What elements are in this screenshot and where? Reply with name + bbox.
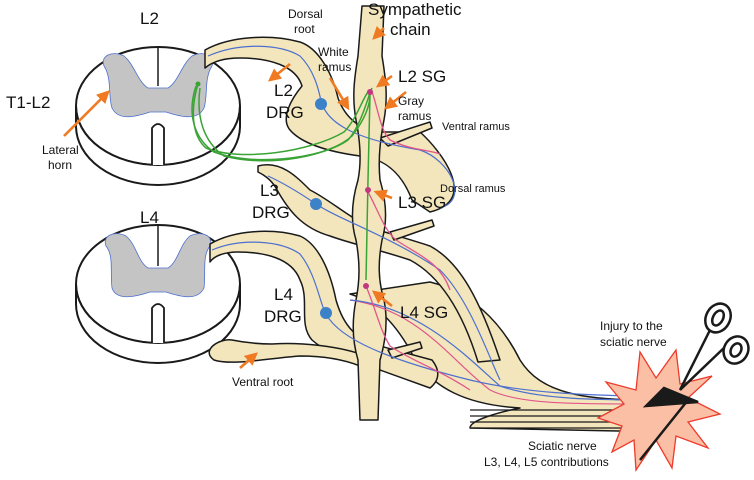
sciatic-nerve-label-line2: L3, L4, L5 contributions — [484, 455, 609, 469]
white-ramus-label: White — [318, 45, 349, 59]
dorsal-ramus-label: Dorsal ramus — [440, 183, 506, 195]
l3-drg-label: L3 — [260, 181, 279, 200]
lateral-horn-label-line2: horn — [48, 158, 72, 172]
gray-ramus-label-line2: ramus — [398, 109, 431, 123]
postganglionic-fibers — [365, 91, 471, 391]
l2-drg-label: L2 — [274, 81, 293, 100]
l3-drg-cell — [310, 198, 322, 210]
gray-matter-l4 — [104, 233, 212, 298]
l4-spinal-nerve-branch — [387, 341, 423, 359]
white-ramus-label-line2: ramus — [318, 60, 351, 74]
lateral-horn-label: Lateral — [42, 143, 79, 157]
l3-drg-label-line2: DRG — [252, 203, 290, 222]
sympathetic-preganglionic-fibers — [191, 83, 373, 281]
dorsal-root-label-line2: root — [294, 22, 315, 36]
l2-sg-cell — [367, 89, 373, 95]
sympathetic-chain-label: Sympathetic — [368, 0, 462, 19]
lateral-horn-cell — [195, 81, 201, 87]
l3-dorsal-root-drg — [257, 164, 501, 363]
l4-segment-label: L4 — [140, 208, 159, 227]
injury-label: Injury to the — [600, 319, 663, 333]
l4-drg-label-line2: DRG — [264, 307, 302, 326]
l4-sg-label: L4 SG — [400, 303, 448, 322]
annotation-arrows — [63, 26, 407, 369]
spinal-cord-l2 — [75, 46, 241, 186]
sensory-fibers — [207, 45, 661, 397]
l4-drg-label: L4 — [274, 285, 293, 304]
sympathetic-chain — [351, 5, 387, 421]
t1-l2-label: T1-L2 — [6, 93, 50, 112]
sciatic-nerve-label: Sciatic nerve — [528, 439, 597, 453]
l3-sg-label: L3 SG — [398, 193, 446, 212]
l2-segment-label: L2 — [140, 9, 159, 28]
l3-dorsal-ramus — [389, 219, 435, 241]
gray-ramus-label: Gray — [398, 94, 424, 108]
spinal-cord-l4 — [75, 224, 241, 364]
l2-drg-cell — [315, 98, 327, 110]
ventral-ramus-label: Ventral ramus — [442, 121, 510, 133]
sympathetic-chain-label-line2: chain — [390, 20, 431, 39]
ventral-fissure-l4 — [151, 303, 165, 343]
l3-sg-cell — [365, 187, 371, 193]
l2-drg-label-line2: DRG — [266, 103, 304, 122]
l2-sg-label: L2 SG — [398, 67, 446, 86]
dorsal-root-label: Dorsal — [288, 7, 323, 21]
gray-matter-l2 — [102, 53, 214, 118]
ventral-fissure-l2 — [151, 123, 165, 165]
l4-drg-cell — [320, 307, 332, 319]
ventral-root-label: Ventral root — [232, 375, 294, 389]
scissors-icon — [639, 302, 750, 461]
injury-label-line2: sciatic nerve — [600, 335, 667, 349]
l4-sg-cell — [363, 283, 369, 289]
